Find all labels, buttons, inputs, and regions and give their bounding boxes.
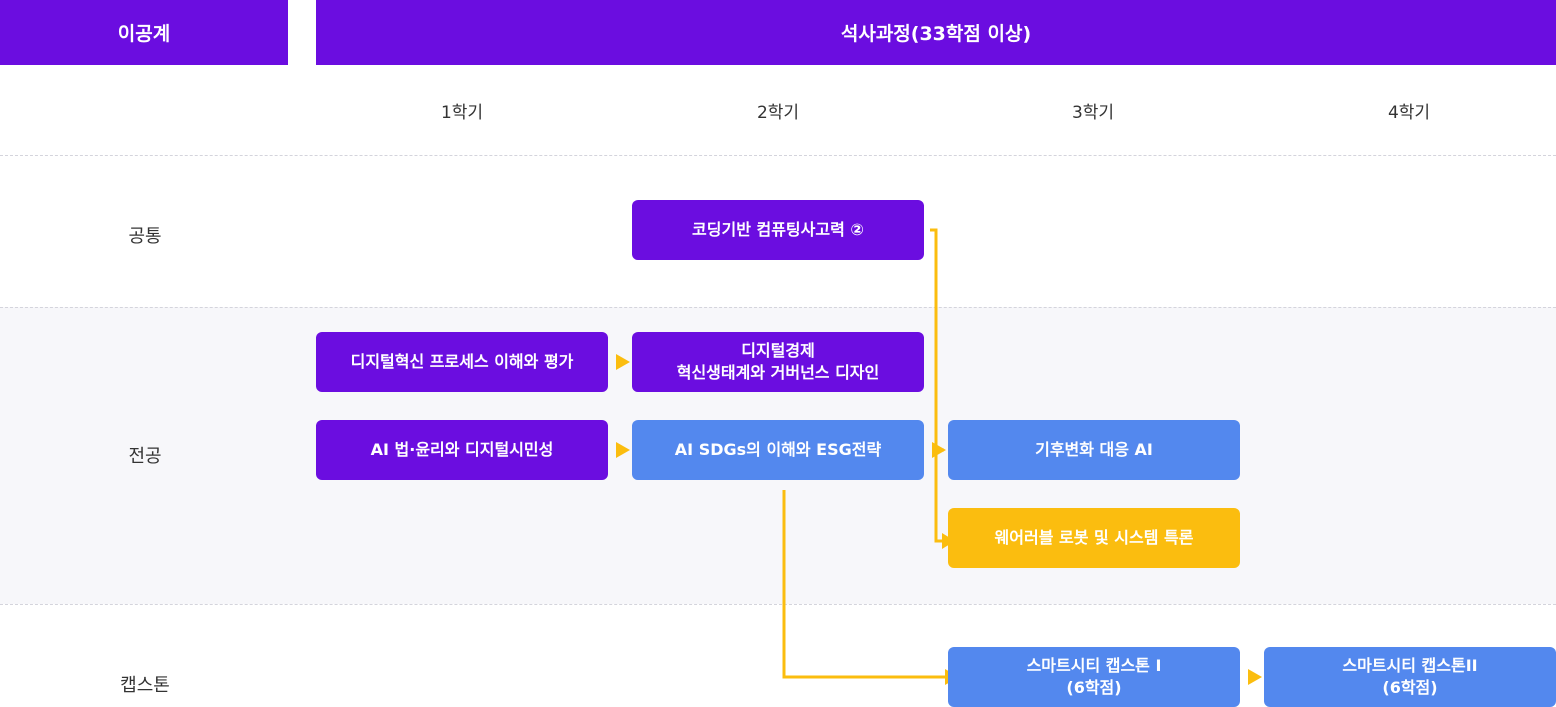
course-ai-law-label: AI 법·윤리와 디지털시민성 xyxy=(370,440,554,459)
course-coding-label: 코딩기반 컴퓨팅사고력 ② xyxy=(692,220,864,239)
course-ai-sdgs-label: AI SDGs의 이해와 ESG전략 xyxy=(674,440,882,459)
course-capstone-1-label: 스마트시티 캡스톤 I (6학점) xyxy=(1026,656,1162,697)
course-digital-economy[interactable]: 디지털경제 혁신생태계와 거버넌스 디자인 xyxy=(632,332,924,392)
course-digital-innovation-label: 디지털혁신 프로세스 이해와 평가 xyxy=(350,352,574,371)
course-wearable[interactable]: 웨어러블 로봇 및 시스템 특론 xyxy=(948,508,1240,568)
course-coding[interactable]: 코딩기반 컴퓨팅사고력 ② xyxy=(632,200,924,260)
row-label-capstone: 캡스톤 xyxy=(120,675,170,696)
header-left-title: 이공계 xyxy=(117,23,171,45)
course-wearable-label: 웨어러블 로봇 및 시스템 특론 xyxy=(994,528,1194,547)
course-digital-innovation[interactable]: 디지털혁신 프로세스 이해와 평가 xyxy=(316,332,608,392)
semester-1-label: 1학기 xyxy=(440,102,484,123)
course-capstone-2[interactable]: 스마트시티 캡스톤II (6학점) xyxy=(1264,647,1556,707)
course-climate-ai-label: 기후변화 대응 AI xyxy=(1035,440,1153,459)
header-right-title: 석사과정(33학점 이상) xyxy=(840,23,1032,45)
course-capstone-1[interactable]: 스마트시티 캡스톤 I (6학점) xyxy=(948,647,1240,707)
row-label-common: 공통 xyxy=(128,226,162,247)
course-digital-economy-label: 디지털경제 혁신생태계와 거버넌스 디자인 xyxy=(676,341,880,382)
row-divider xyxy=(0,155,1556,156)
row-divider xyxy=(0,307,1556,308)
header-masters: 석사과정(33학점 이상) xyxy=(316,0,1556,65)
row-divider xyxy=(0,604,1556,605)
arrow-right-icon xyxy=(1248,669,1262,685)
course-ai-sdgs[interactable]: AI SDGs의 이해와 ESG전략 xyxy=(632,420,924,480)
header-undergrad: 이공계 xyxy=(0,0,288,65)
semester-4-label: 4학기 xyxy=(1387,102,1431,123)
course-climate-ai[interactable]: 기후변화 대응 AI xyxy=(948,420,1240,480)
semester-2-label: 2학기 xyxy=(756,102,800,123)
semester-3-label: 3학기 xyxy=(1071,102,1115,123)
course-ai-law[interactable]: AI 법·윤리와 디지털시민성 xyxy=(316,420,608,480)
course-capstone-2-label: 스마트시티 캡스톤II (6학점) xyxy=(1342,656,1478,697)
row-label-major: 전공 xyxy=(128,446,162,467)
